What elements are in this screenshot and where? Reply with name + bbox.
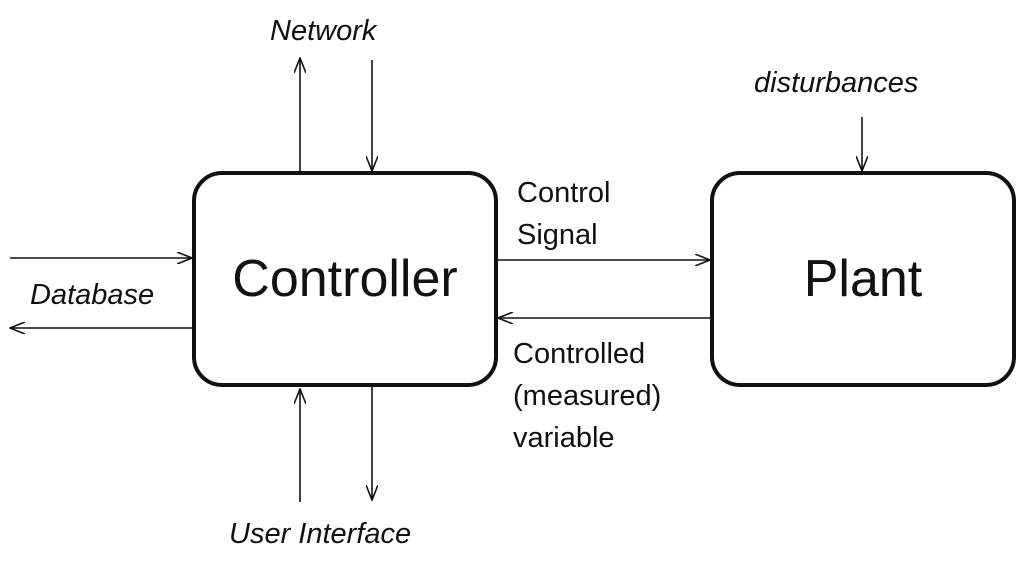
controlled-variable-label-line-1: Controlled xyxy=(513,338,646,370)
disturbances-label: disturbances xyxy=(754,67,919,99)
network-label: Network xyxy=(270,15,377,47)
controlled-variable-label-line-2: (measured) xyxy=(513,380,662,412)
database-label: Database xyxy=(30,279,155,311)
controller-label: Controller xyxy=(232,250,458,308)
plant-label: Plant xyxy=(803,250,923,308)
plant-block: Plant xyxy=(710,171,1016,387)
control-signal-label-line-2: Signal xyxy=(517,219,598,251)
controller-block: Controller xyxy=(192,171,498,387)
user-interface-label: User Interface xyxy=(229,518,412,550)
control-signal-label-line-1: Control xyxy=(517,177,611,209)
controlled-variable-label-line-3: variable xyxy=(513,422,615,454)
